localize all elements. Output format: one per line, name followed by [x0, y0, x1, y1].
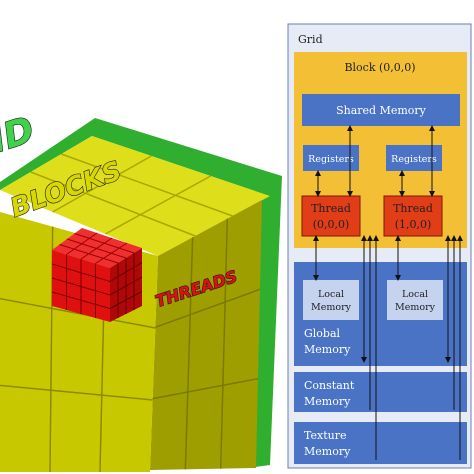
local-memory-box-1	[387, 280, 443, 320]
grid-label: ID	[0, 109, 39, 161]
threads-grid-line	[95, 242, 128, 264]
memory-access-arrows	[313, 125, 463, 460]
threads-cube	[51, 228, 143, 322]
cube-grid-line	[52, 155, 152, 213]
thread-label-1: Thread	[393, 202, 433, 215]
cube-grid-line	[152, 377, 259, 400]
cube-grid-line	[219, 218, 229, 469]
cube-grid-line	[61, 153, 233, 217]
threads-grid-line	[51, 277, 111, 296]
cube-grid-line	[184, 237, 194, 470]
thread-label-0: Thread	[311, 202, 351, 215]
constant-memory-box	[294, 372, 467, 412]
cube-green-top-edge	[0, 118, 282, 196]
texture-memory-label-line1: Texture	[304, 429, 346, 442]
grid-title: Grid	[298, 33, 323, 46]
cuda-memory-diagram: Grid Block (0,0,0) Shared Memory Registe…	[287, 23, 472, 469]
global-memory-label-line2: Memory	[304, 343, 351, 356]
constant-memory-label-line1: Constant	[304, 379, 355, 392]
constant-memory-label-line2: Memory	[304, 395, 351, 408]
registers-label-1: Registers	[391, 154, 437, 165]
cube-top-face	[0, 136, 270, 256]
local-memory-label-0-line2: Memory	[311, 302, 352, 313]
threads-grid-line	[109, 291, 143, 309]
threads-grid-line	[51, 291, 111, 309]
local-memory-label-0-line1: Local	[318, 289, 344, 300]
cube-grid-line	[30, 171, 196, 237]
thread-index-1: (1,0,0)	[395, 218, 432, 231]
shared-memory-label: Shared Memory	[336, 104, 427, 117]
texture-memory-box	[294, 422, 467, 464]
thread-box-0	[301, 195, 361, 237]
shared-memory-box	[302, 94, 460, 126]
cube-grid-line	[155, 288, 261, 329]
global-memory-label-line1: Global	[304, 327, 341, 340]
threads-cube-grid	[51, 232, 143, 318]
threads-grid-line	[80, 237, 113, 260]
thread-index-0: (0,0,0)	[313, 218, 350, 231]
cube-side-face	[150, 200, 262, 470]
local-memory-box-0	[303, 280, 359, 320]
block-title: Block (0,0,0)	[344, 61, 415, 74]
cube-grid-line	[0, 384, 153, 401]
local-memory-label-1-line2: Memory	[395, 302, 436, 313]
thread-box-1	[383, 195, 443, 237]
cube-grid-line	[104, 175, 212, 235]
cuda-cube-illustration: ID BLOCKS THREADS	[0, 109, 282, 473]
threads-grid-line	[74, 233, 135, 254]
cube-grid-lines	[0, 153, 261, 473]
registers-label-0: Registers	[308, 154, 354, 165]
cube-grid-line	[0, 297, 156, 329]
texture-memory-label-line2: Memory	[304, 445, 351, 458]
threads-grid-line	[109, 276, 143, 296]
local-memory-label-1-line1: Local	[402, 289, 428, 300]
